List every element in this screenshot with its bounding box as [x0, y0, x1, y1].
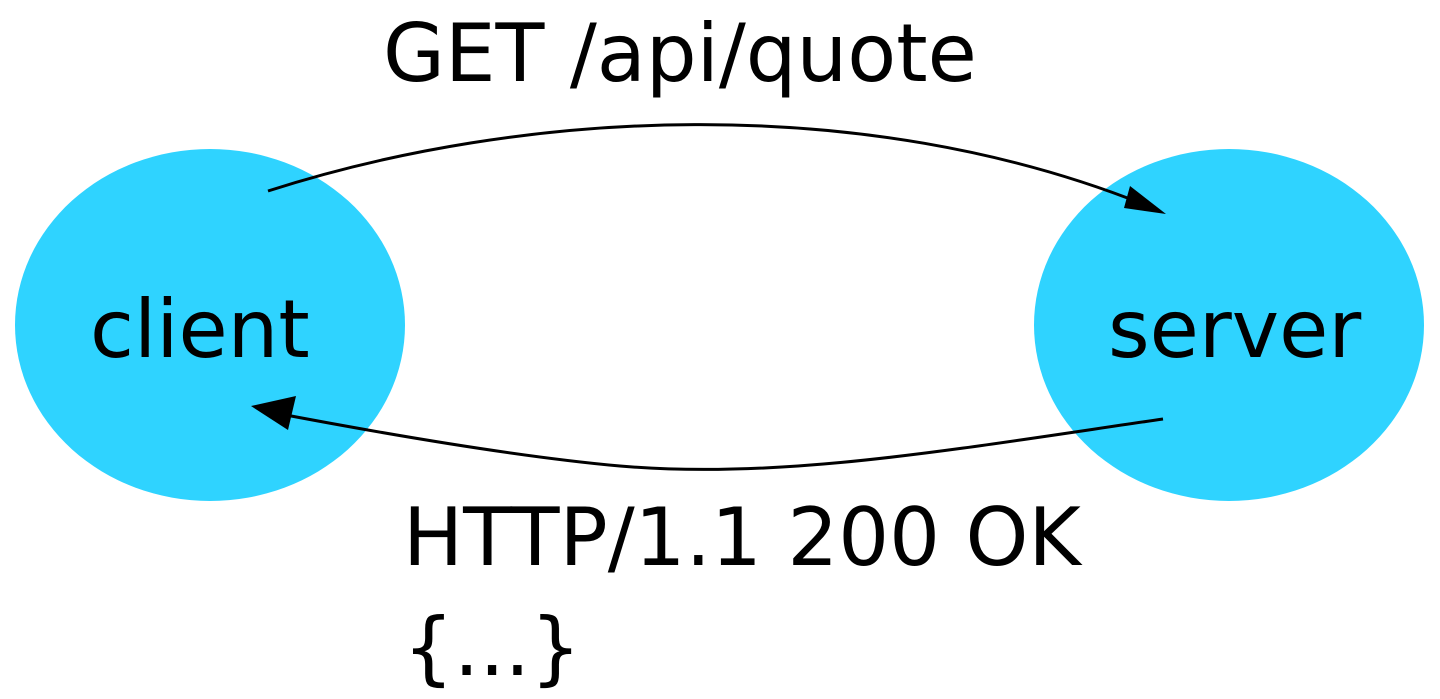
client-node-shape: [15, 149, 405, 501]
server-node-label: server: [1108, 283, 1361, 376]
server-node: server: [1034, 149, 1424, 501]
response-body-label: {...}: [403, 601, 581, 694]
response-status-label: HTTP/1.1 200 OK: [403, 491, 1083, 584]
client-node-label: client: [90, 283, 310, 376]
request-edge-line: [267, 123, 1149, 208]
client-node: client: [15, 149, 405, 501]
response-edge: [251, 396, 1164, 472]
response-edge-line: [269, 410, 1164, 472]
server-node-shape: [1034, 149, 1424, 501]
response-arrow-head: [251, 396, 296, 430]
request-arrow-head: [1124, 186, 1166, 214]
request-edge-label: GET /api/quote: [383, 7, 977, 100]
request-edge: [267, 123, 1166, 214]
